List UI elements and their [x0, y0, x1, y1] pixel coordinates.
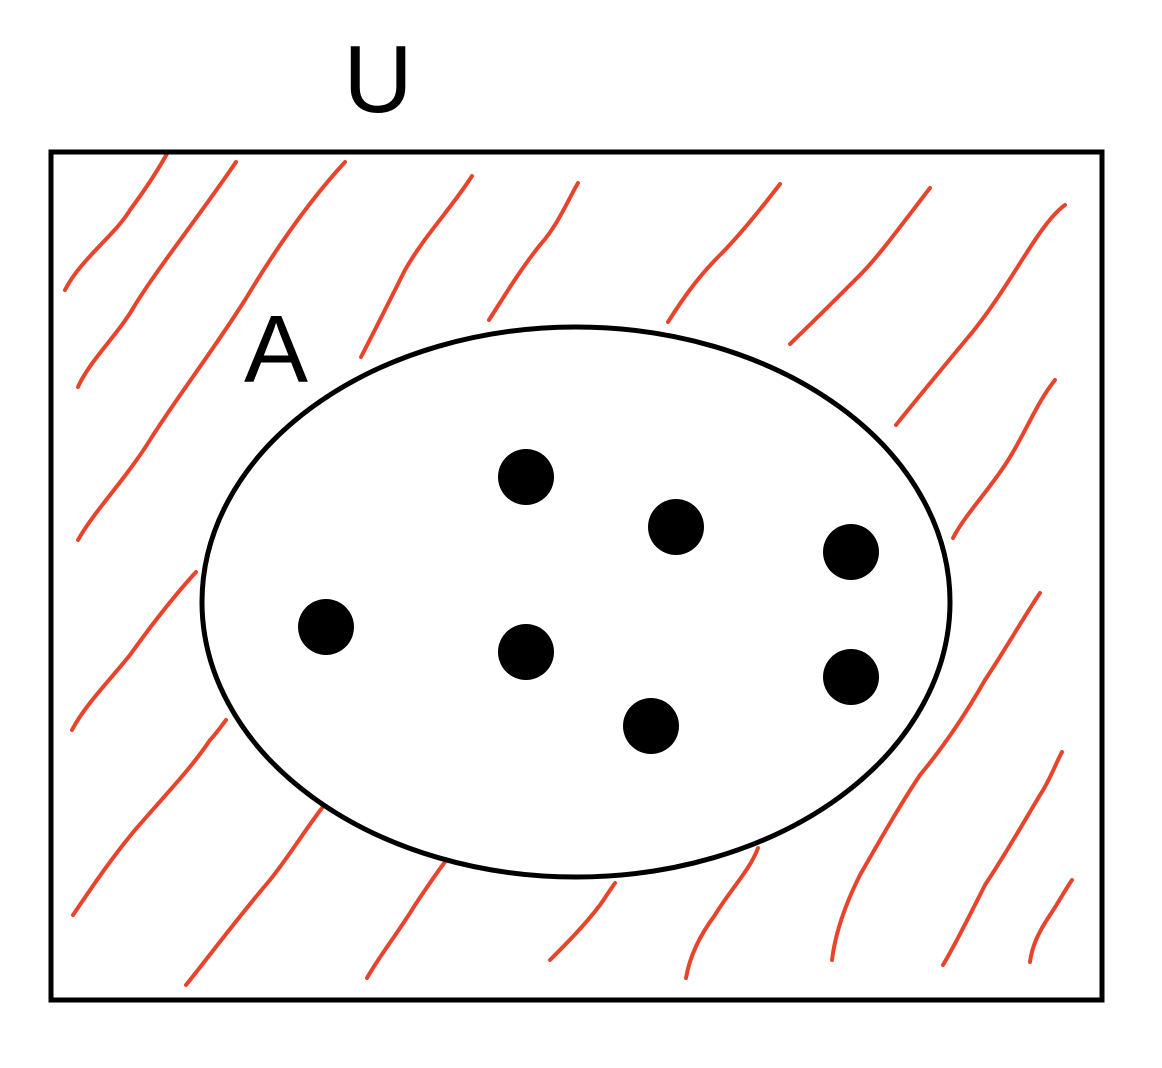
hatch-stroke	[76, 160, 238, 389]
hatch-stroke	[941, 750, 1064, 967]
hatch-stroke	[70, 570, 198, 732]
hatch-stroke	[63, 150, 170, 292]
hatch-stroke	[951, 378, 1057, 540]
hatch-stroke	[830, 591, 1042, 962]
hatch-stroke	[184, 806, 324, 987]
hatch-stroke	[684, 846, 760, 980]
set-a-elements	[298, 449, 879, 754]
hatch-stroke	[76, 160, 347, 542]
element-dot	[498, 624, 554, 680]
element-dot	[823, 524, 879, 580]
hatch-stroke	[1028, 878, 1074, 964]
set-a-ellipse	[199, 324, 953, 880]
hatch-stroke	[666, 182, 782, 324]
element-dot	[623, 698, 679, 754]
hatch-stroke	[788, 186, 932, 346]
hatch-stroke	[487, 181, 580, 322]
universe-label: U	[343, 26, 412, 133]
element-dot	[498, 449, 554, 505]
hatch-stroke	[71, 718, 228, 917]
element-dot	[298, 599, 354, 655]
hatch-stroke	[365, 860, 447, 980]
hatch-stroke	[548, 881, 617, 962]
hatch-stroke	[894, 203, 1067, 427]
complement-hatching	[63, 150, 1074, 987]
element-dot	[823, 649, 879, 705]
universe-rectangle	[48, 149, 1105, 1003]
element-dot	[648, 499, 704, 555]
hatch-stroke	[359, 174, 474, 359]
set-a-label: A	[244, 296, 308, 403]
